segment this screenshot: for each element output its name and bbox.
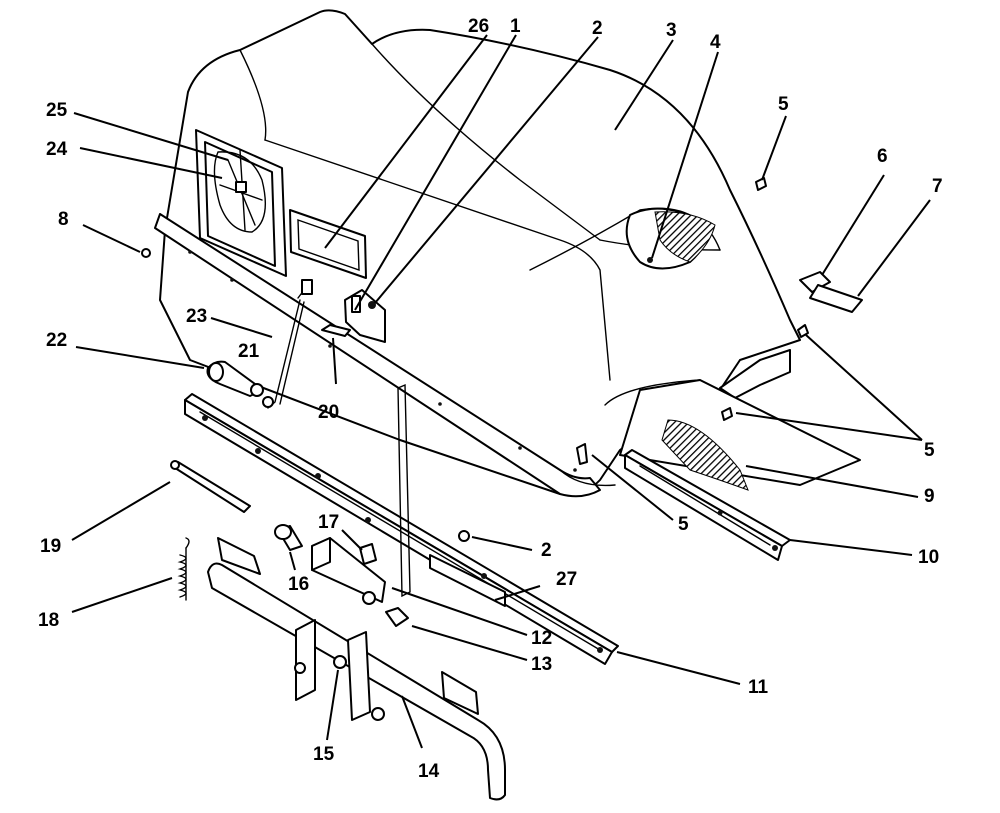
callout-labels: 1 26 2 3 4 5 6 7 8 25 24 23 22 21 20 5 9… xyxy=(38,16,943,782)
handle-assembly xyxy=(207,537,506,801)
front-bar xyxy=(184,383,619,665)
callout-22: 22 xyxy=(46,330,67,351)
callout-3: 3 xyxy=(666,20,677,41)
callout-27: 27 xyxy=(556,569,577,590)
callout-8: 8 xyxy=(58,209,69,230)
callout-6: 6 xyxy=(877,146,888,167)
callout-4: 4 xyxy=(710,32,721,53)
callout-24: 24 xyxy=(46,139,68,160)
callout-1: 1 xyxy=(510,16,521,37)
callout-15: 15 xyxy=(313,744,335,765)
callout-13: 13 xyxy=(531,654,552,675)
callout-20: 20 xyxy=(318,402,339,423)
callout-25: 25 xyxy=(46,100,68,121)
callout-11: 11 xyxy=(748,677,769,698)
callout-16: 16 xyxy=(288,574,309,595)
callout-17: 17 xyxy=(318,512,339,533)
callout-2-low: 2 xyxy=(541,540,552,561)
callout-9: 9 xyxy=(924,486,935,507)
mount-brackets xyxy=(311,530,470,627)
rod-and-spring xyxy=(170,460,303,601)
callout-2-top: 2 xyxy=(592,18,603,39)
callout-7: 7 xyxy=(932,176,943,197)
callout-10: 10 xyxy=(918,547,939,568)
callout-14: 14 xyxy=(418,761,440,782)
callout-23: 23 xyxy=(186,306,207,327)
housing-assembly xyxy=(154,9,863,498)
callout-5-top: 5 xyxy=(778,94,789,115)
callout-19: 19 xyxy=(40,536,61,557)
callout-21: 21 xyxy=(238,341,260,362)
callout-12: 12 xyxy=(531,628,552,649)
callout-26: 26 xyxy=(468,16,489,37)
callout-5-right: 5 xyxy=(924,440,935,461)
callout-5-mid: 5 xyxy=(678,514,689,535)
callout-18: 18 xyxy=(38,610,59,631)
leader-lines xyxy=(71,34,931,749)
